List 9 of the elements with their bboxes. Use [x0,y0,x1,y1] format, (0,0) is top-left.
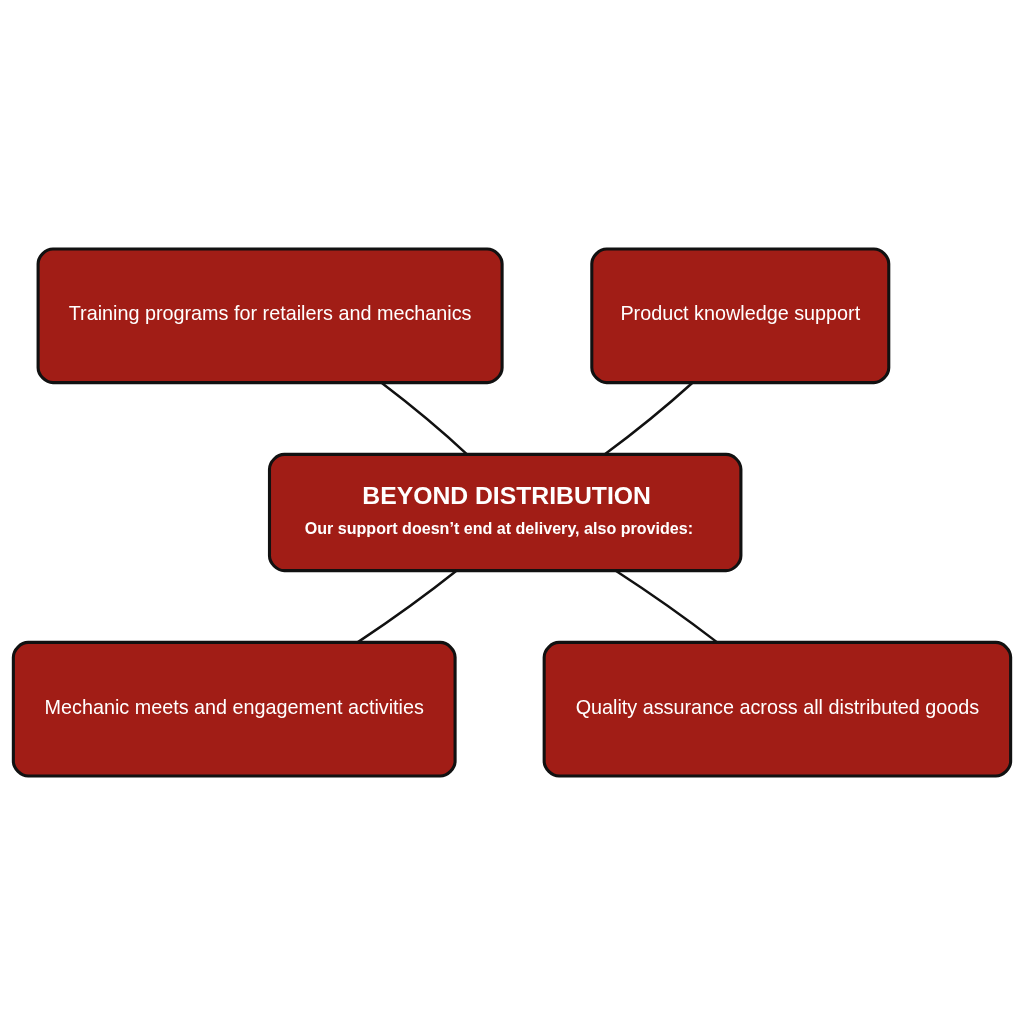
node-box: Quality assurance across all distributed goods [542,640,1013,778]
node-box: Product knowledge support [590,246,891,384]
node-box: BEYOND DISTRIBUTION Our support doesn’t end at delivery, also provides: [267,452,743,572]
connector [604,381,694,455]
node-box: Mechanic meets and engagement activities [11,640,457,778]
connector [380,381,468,455]
connector [357,569,458,643]
connector [615,569,718,643]
node-box: Training programs for retailers and mechanics [36,246,504,384]
